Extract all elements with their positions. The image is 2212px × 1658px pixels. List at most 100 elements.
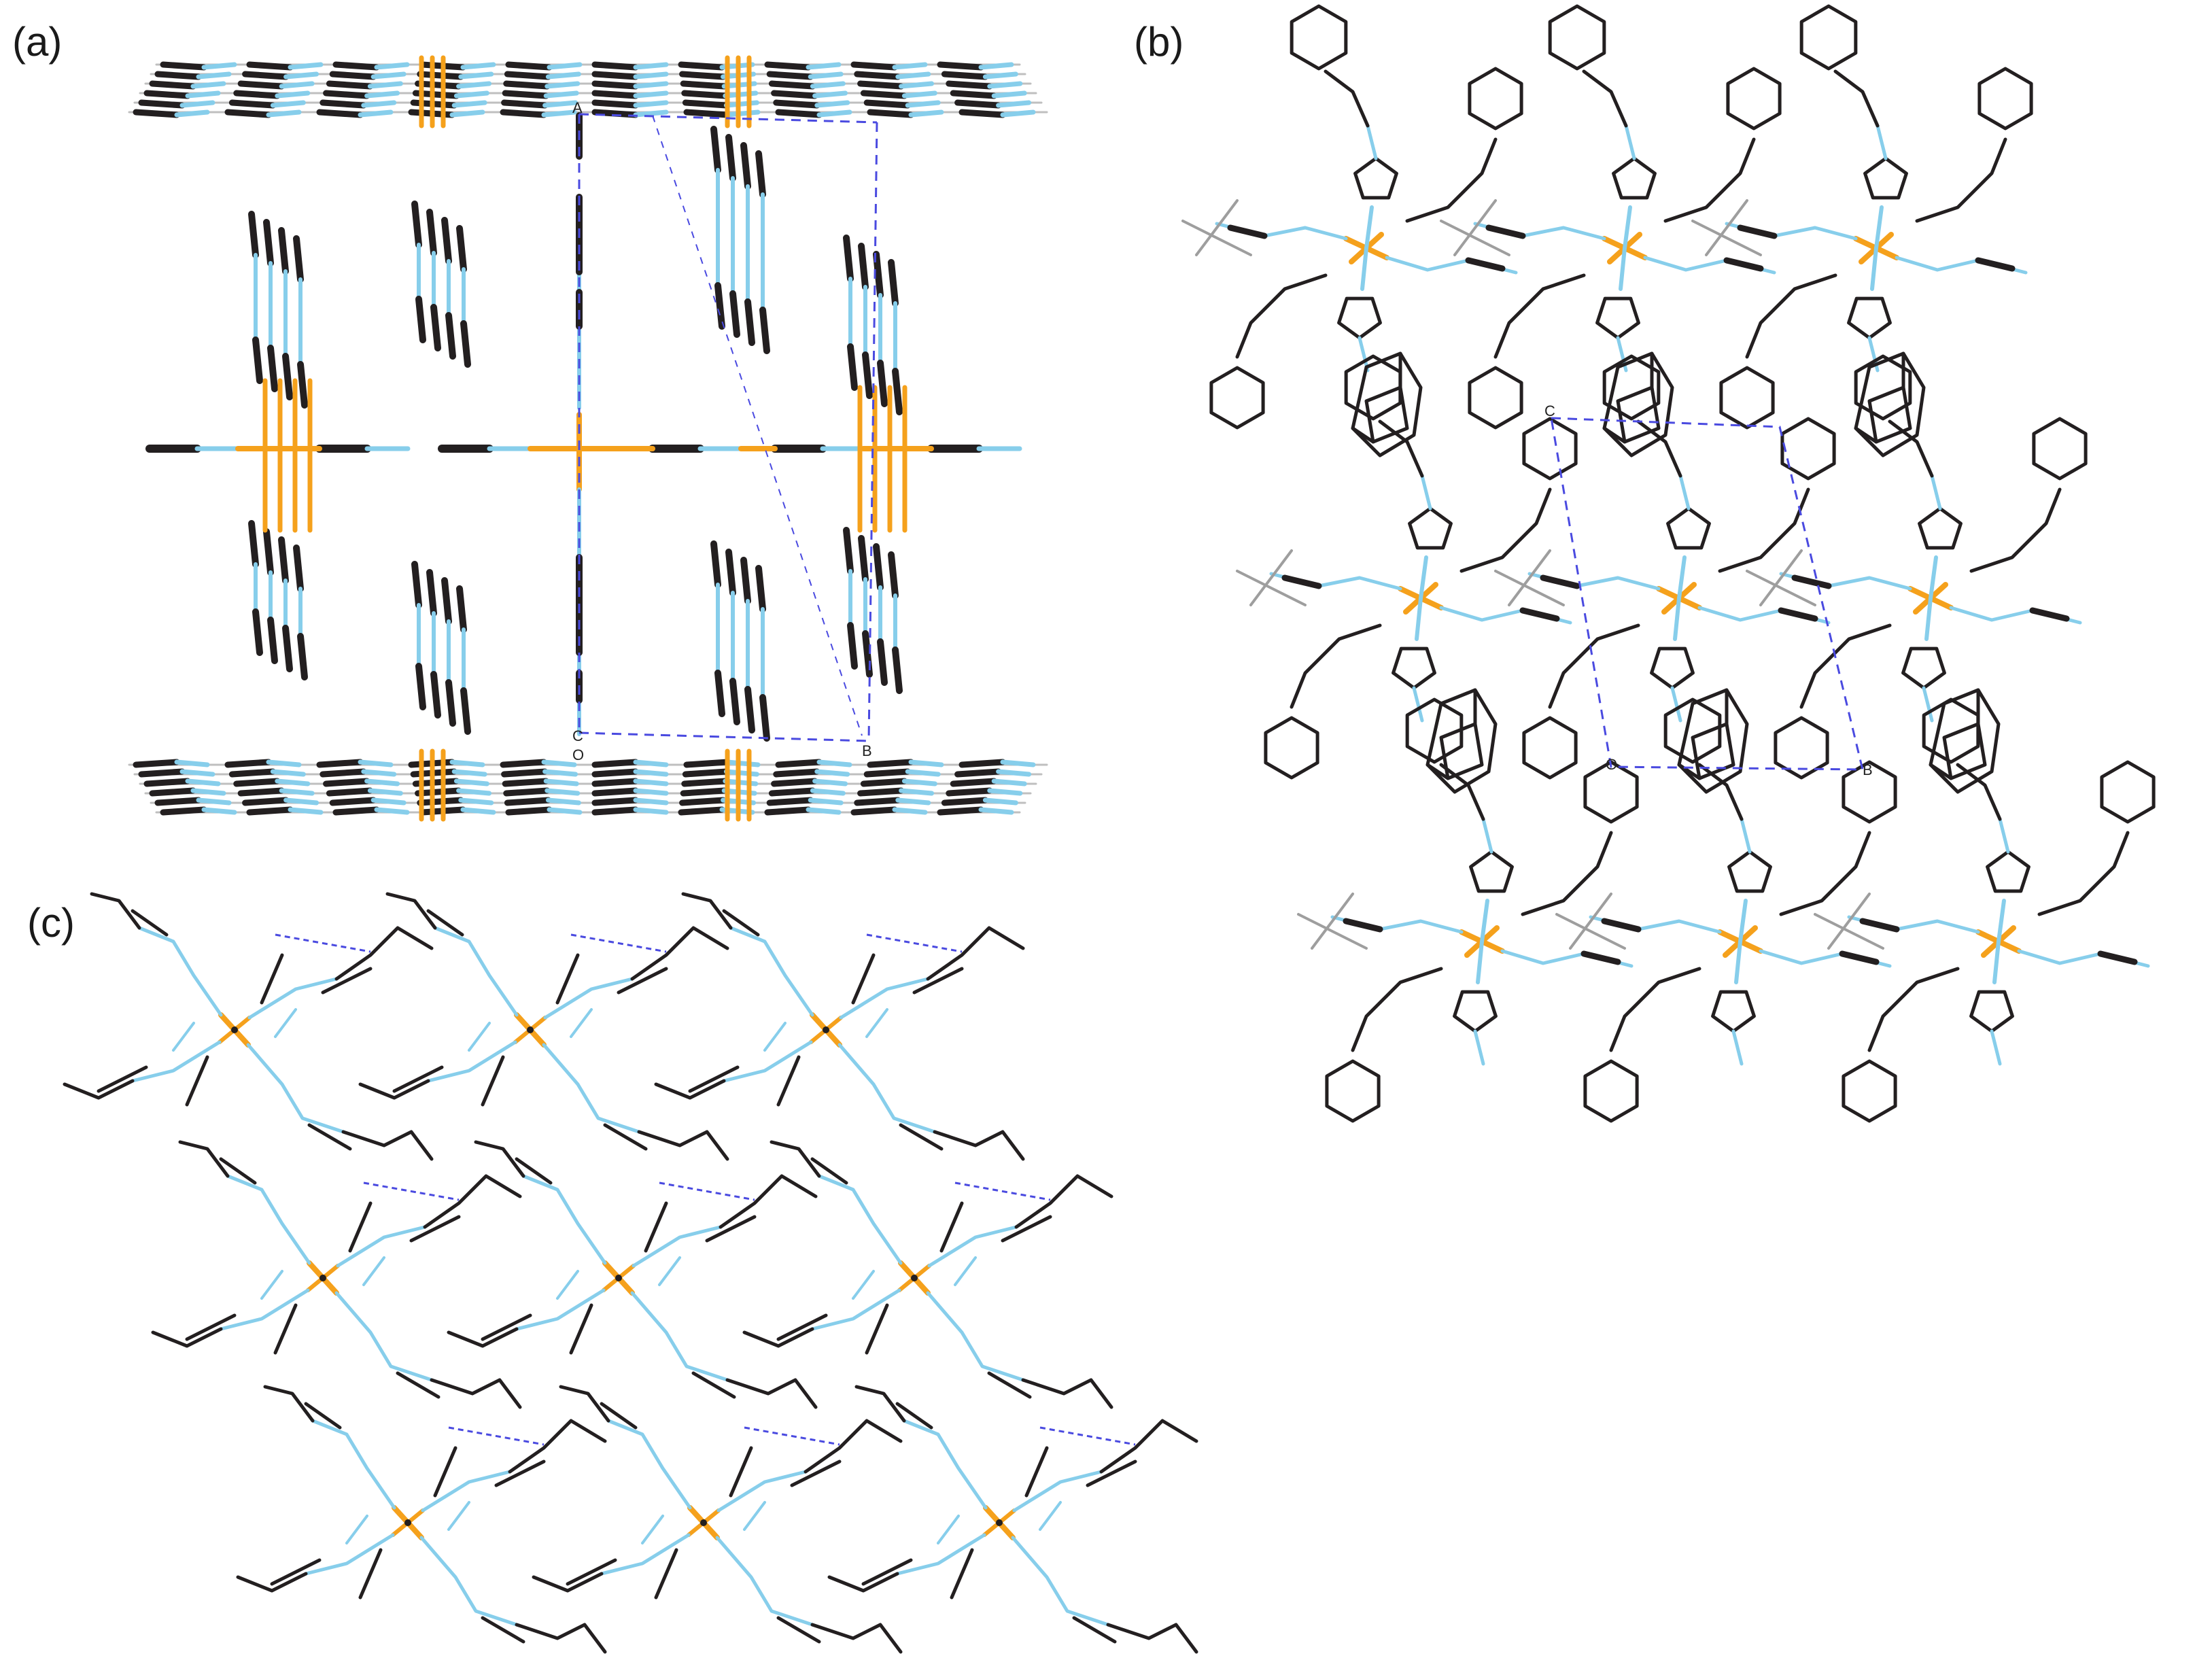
bond — [570, 1008, 593, 1038]
bond — [895, 1533, 986, 1576]
metal-atom — [231, 1026, 238, 1033]
bond — [1636, 419, 1682, 478]
bond — [633, 778, 669, 787]
bond — [941, 71, 988, 80]
bond — [1799, 623, 1892, 709]
bond — [319, 768, 367, 778]
bond — [374, 62, 410, 70]
bond — [233, 778, 281, 787]
bond — [901, 90, 937, 99]
bond — [242, 71, 290, 80]
bond — [458, 797, 494, 806]
bond — [744, 686, 755, 733]
bond — [1827, 893, 1871, 950]
bond — [858, 535, 869, 583]
bond — [468, 1022, 491, 1052]
bond — [591, 99, 639, 109]
bond — [364, 90, 400, 99]
bond — [633, 759, 669, 767]
bond — [415, 80, 462, 90]
bond — [1106, 1623, 1198, 1654]
bond — [892, 646, 903, 694]
benzene-ring — [1209, 366, 1265, 430]
bond — [1473, 1029, 1485, 1066]
triazole-ring — [1469, 850, 1514, 893]
bond — [591, 787, 639, 797]
bond — [138, 768, 186, 778]
metal-node — [1746, 354, 2088, 780]
bond — [1740, 817, 1752, 854]
bond — [1086, 1460, 1137, 1487]
bond — [1705, 199, 1748, 256]
bond — [246, 61, 294, 71]
bond — [776, 1055, 801, 1107]
bond — [282, 353, 293, 400]
bond — [950, 1548, 974, 1600]
bond — [1737, 224, 1778, 239]
bond — [332, 61, 380, 71]
bond — [892, 368, 903, 415]
bond — [600, 1402, 638, 1430]
bond — [1324, 69, 1370, 128]
bond — [1420, 474, 1432, 511]
hydrogen-bond — [570, 933, 667, 953]
bond — [1602, 426, 1627, 444]
bond — [1778, 607, 1818, 622]
bond — [725, 1378, 818, 1409]
bond — [304, 1402, 342, 1430]
bond — [1930, 474, 1942, 511]
bond — [236, 1572, 308, 1593]
bond — [133, 109, 180, 118]
triazole-ring — [1337, 296, 1382, 340]
bond — [1358, 336, 1370, 373]
bond — [426, 569, 437, 617]
bond — [63, 1079, 135, 1100]
bond — [996, 100, 1032, 108]
bond — [764, 61, 812, 71]
bond — [591, 61, 639, 71]
metal-atom — [996, 1519, 1003, 1526]
bond — [808, 797, 844, 806]
bond — [630, 926, 729, 981]
bond — [411, 201, 422, 248]
bond — [1746, 570, 1816, 606]
bond — [1876, 124, 1888, 160]
bond — [341, 1130, 434, 1161]
bond — [270, 769, 306, 777]
bond — [237, 787, 285, 797]
bond — [1351, 351, 1423, 457]
bond — [228, 768, 276, 778]
bond — [1691, 220, 1762, 256]
bond — [1364, 205, 1374, 250]
bond — [740, 557, 751, 604]
bond — [267, 617, 278, 664]
bond — [453, 778, 489, 787]
bond — [773, 99, 820, 109]
bond — [814, 100, 850, 108]
bond — [279, 788, 315, 796]
bond — [1922, 686, 1934, 723]
bond — [447, 1501, 470, 1531]
bond — [1480, 899, 1489, 944]
bond — [776, 1313, 828, 1341]
hydrogen-bond — [275, 933, 371, 953]
bond — [426, 209, 437, 256]
bond — [370, 797, 407, 806]
bond — [515, 1157, 553, 1185]
bond — [201, 62, 237, 70]
bond — [987, 788, 1023, 796]
bond — [541, 109, 577, 118]
bond — [725, 134, 736, 182]
benzene-ring — [1977, 67, 2033, 131]
bond — [358, 109, 394, 118]
panel-a-axis-b: B — [862, 742, 872, 759]
bond — [421, 1470, 512, 1513]
metal-node — [1236, 354, 1578, 780]
bond — [591, 80, 639, 90]
bond — [768, 787, 816, 797]
bond — [1616, 385, 1661, 444]
bond — [1351, 426, 1375, 444]
panel-a: (a) A C O B — [12, 19, 1048, 822]
bond — [633, 109, 669, 118]
bond — [415, 787, 462, 797]
